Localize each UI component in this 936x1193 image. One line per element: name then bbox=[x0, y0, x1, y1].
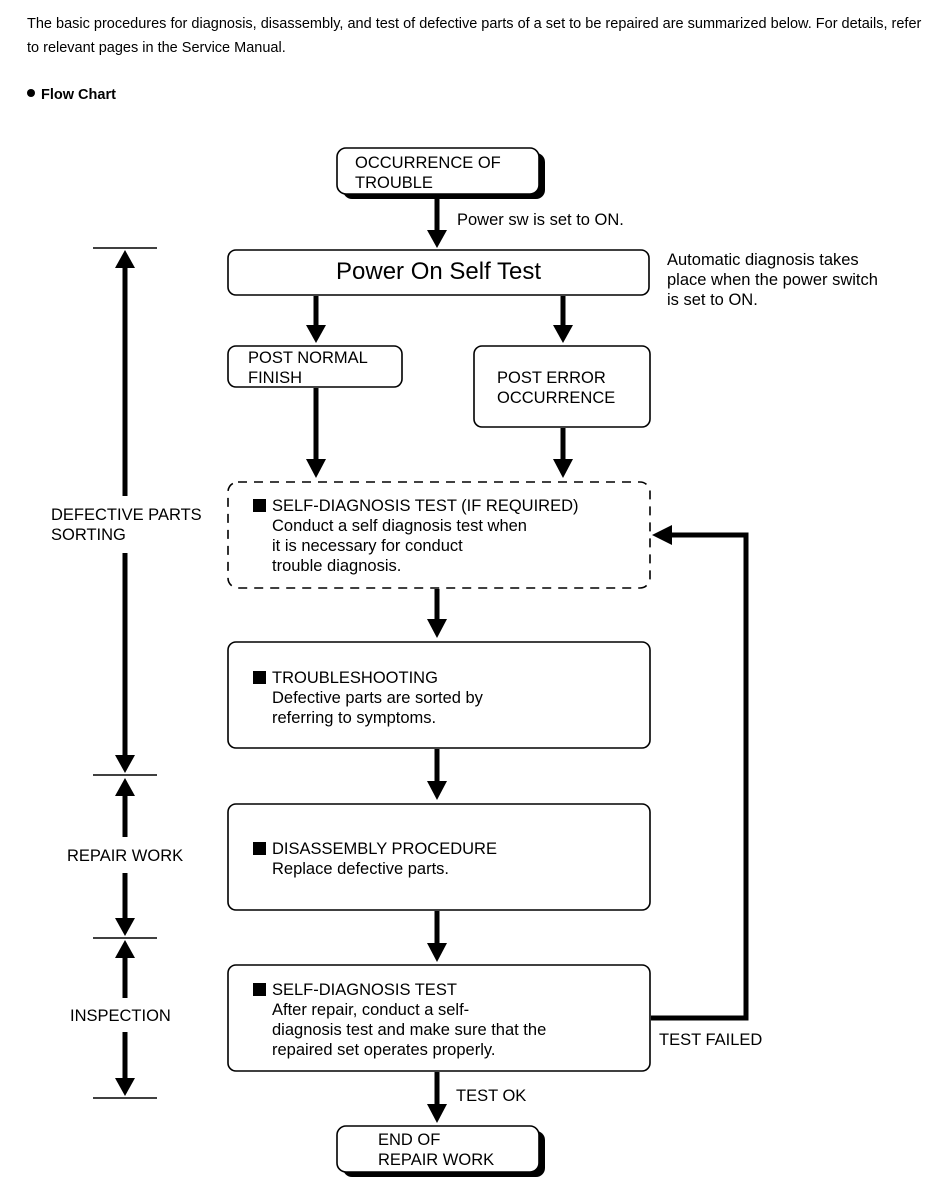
start-label-line2: TROUBLE bbox=[355, 174, 433, 192]
self-diag-optional-line1: Conduct a self diagnosis test when bbox=[272, 517, 527, 535]
post-error-line1: POST ERROR bbox=[497, 369, 606, 387]
troubleshooting-box bbox=[227, 641, 651, 749]
arrow-selfdiag-to-troubleshooting bbox=[427, 589, 447, 638]
phase-label-inspection: INSPECTION bbox=[70, 1007, 171, 1025]
end-label-line1: END OF bbox=[378, 1131, 441, 1149]
post-normal-line2: FINISH bbox=[248, 369, 303, 387]
self-diag-final-title: SELF-DIAGNOSIS TEST bbox=[272, 981, 457, 999]
post-normal-label: POST NORMAL FINISH bbox=[248, 348, 368, 388]
end-box bbox=[336, 1125, 545, 1177]
phase-sorting-line2: SORTING bbox=[51, 526, 126, 544]
arrow-error-to-selfdiag bbox=[553, 428, 573, 478]
test-ok-label: TEST OK bbox=[456, 1087, 527, 1105]
post-error-label: POST ERROR OCCURRENCE bbox=[497, 368, 615, 408]
square-bullet-icon bbox=[253, 842, 266, 855]
arrow-disassembly-to-selftest bbox=[427, 911, 447, 962]
post-box bbox=[227, 249, 650, 296]
auto-note-line3: is set to ON. bbox=[667, 291, 758, 309]
section-title: Flow Chart bbox=[27, 87, 116, 103]
self-diag-final-text: SELF-DIAGNOSIS TEST After repair, conduc… bbox=[253, 980, 546, 1060]
troubleshooting-title: TROUBLESHOOTING bbox=[272, 669, 438, 687]
self-diag-optional-box bbox=[227, 481, 651, 589]
disassembly-title: DISASSEMBLY PROCEDURE bbox=[272, 840, 497, 858]
arrow-post-to-normal bbox=[306, 296, 326, 343]
troubleshooting-text: TROUBLESHOOTING Defective parts are sort… bbox=[253, 668, 483, 728]
phase-bracket-repair bbox=[93, 778, 157, 939]
phase-label-repair: REPAIR WORK bbox=[67, 847, 184, 865]
self-diag-optional-line3: trouble diagnosis. bbox=[272, 557, 402, 575]
start-label: OCCURRENCE OF TROUBLE bbox=[355, 153, 501, 193]
post-normal-box bbox=[227, 345, 403, 388]
auto-note-line1: Automatic diagnosis takes bbox=[667, 251, 859, 269]
arrow-troubleshooting-to-disassembly bbox=[427, 749, 447, 800]
test-failed-loop-arrow bbox=[651, 525, 749, 1021]
self-diag-final-line3: repaired set operates properly. bbox=[272, 1041, 496, 1059]
square-bullet-icon bbox=[253, 671, 266, 684]
post-title: Power On Self Test bbox=[336, 258, 541, 285]
troubleshooting-line2: referring to symptoms. bbox=[272, 709, 437, 727]
end-label-line2: REPAIR WORK bbox=[378, 1151, 495, 1169]
end-label: END OF REPAIR WORK bbox=[378, 1130, 494, 1170]
post-normal-line1: POST NORMAL bbox=[248, 349, 368, 367]
arrow-normal-to-selfdiag bbox=[306, 388, 326, 478]
self-diag-optional-text: SELF-DIAGNOSIS TEST (IF REQUIRED) Conduc… bbox=[253, 496, 579, 576]
post-error-box bbox=[473, 345, 651, 428]
auto-diagnosis-note: Automatic diagnosis takes place when the… bbox=[667, 250, 878, 310]
bullet-icon bbox=[27, 89, 35, 97]
disassembly-line1: Replace defective parts. bbox=[272, 860, 450, 878]
square-bullet-icon bbox=[253, 499, 266, 512]
start-box bbox=[336, 147, 545, 199]
phase-label-sorting: DEFECTIVE PARTS SORTING bbox=[51, 505, 202, 545]
section-title-text: Flow Chart bbox=[41, 87, 116, 103]
phase-bracket-inspection bbox=[93, 940, 157, 1099]
self-diag-optional-title: SELF-DIAGNOSIS TEST (IF REQUIRED) bbox=[272, 497, 579, 515]
power-sw-label: Power sw is set to ON. bbox=[457, 211, 624, 229]
arrow-test-ok bbox=[427, 1072, 447, 1123]
auto-note-line2: place when the power switch bbox=[667, 271, 878, 289]
arrow-post-to-error bbox=[553, 296, 573, 343]
self-diag-final-line1: After repair, conduct a self- bbox=[272, 1001, 470, 1019]
self-diag-final-box bbox=[227, 964, 651, 1072]
start-label-line1: OCCURRENCE OF bbox=[355, 154, 501, 172]
disassembly-box bbox=[227, 803, 651, 911]
disassembly-text: DISASSEMBLY PROCEDURE Replace defective … bbox=[253, 839, 497, 879]
test-failed-label: TEST FAILED bbox=[659, 1031, 763, 1049]
phase-bracket-sorting bbox=[93, 247, 157, 776]
square-bullet-icon bbox=[253, 983, 266, 996]
arrow-start-to-post bbox=[427, 196, 447, 248]
self-diag-optional-line2: it is necessary for conduct bbox=[272, 537, 463, 555]
self-diag-final-line2: diagnosis test and make sure that the bbox=[272, 1021, 547, 1039]
phase-sorting-line1: DEFECTIVE PARTS bbox=[51, 506, 202, 524]
troubleshooting-line1: Defective parts are sorted by bbox=[272, 689, 483, 707]
post-error-line2: OCCURRENCE bbox=[497, 389, 616, 407]
intro-paragraph: The basic procedures for diagnosis, disa… bbox=[27, 16, 922, 56]
